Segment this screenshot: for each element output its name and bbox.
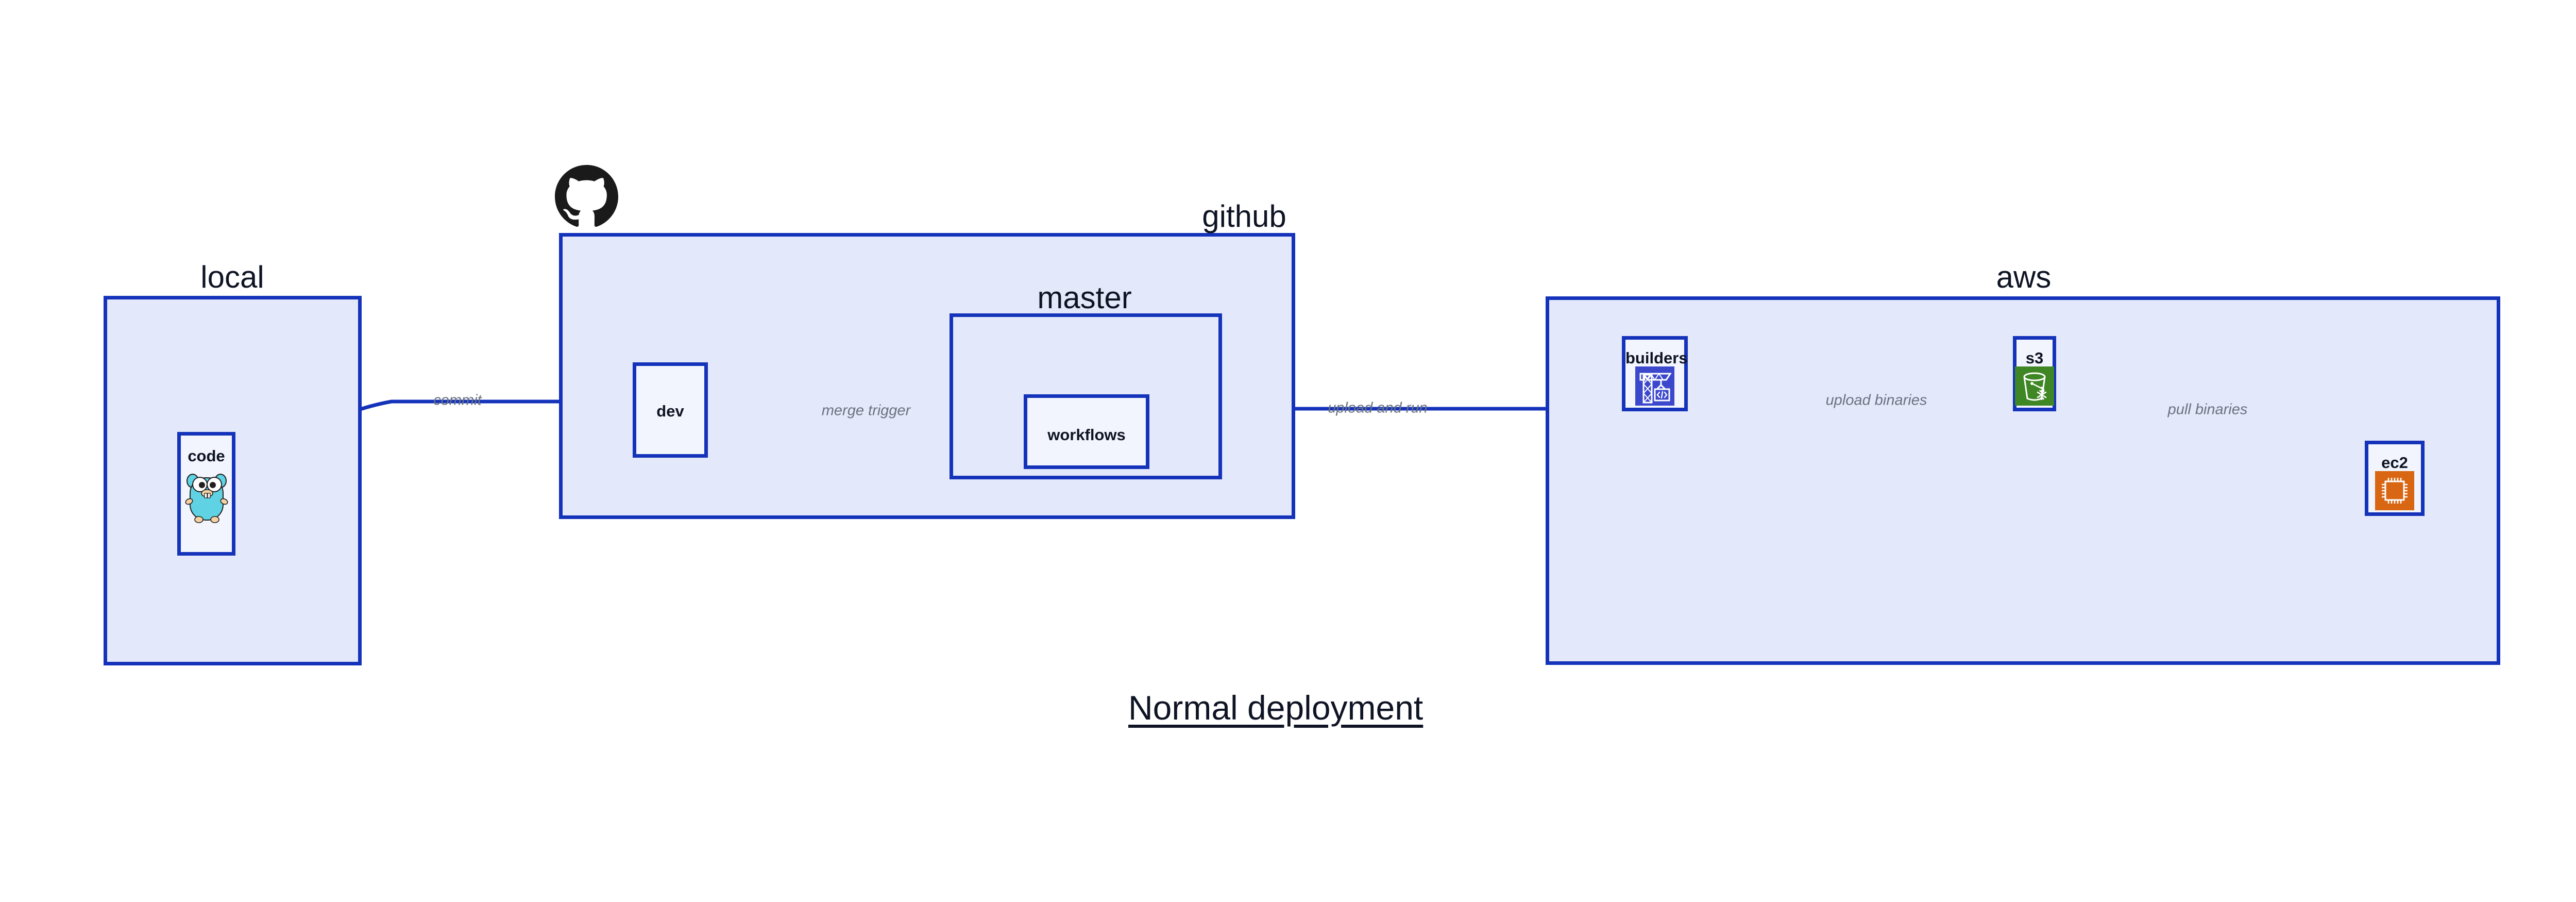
node-code[interactable]: code	[177, 432, 235, 556]
aws-builders-crane-icon	[1635, 366, 1674, 406]
diagram-title: Normal deployment	[1128, 689, 1423, 727]
node-ec2-label: ec2	[2381, 454, 2408, 472]
node-workflows-label: workflows	[1047, 426, 1126, 444]
node-dev[interactable]: dev	[633, 362, 708, 458]
edge-label-pull-binaries: pull binaries	[2167, 401, 2248, 418]
github-octocat-icon	[555, 165, 618, 228]
node-s3-label: s3	[2025, 349, 2044, 367]
aws-ec2-chip-icon	[2375, 471, 2414, 510]
edge-label-upload-and-run: upload and run	[1328, 399, 1428, 416]
group-aws-label: aws	[1996, 260, 2052, 294]
node-code-label: code	[188, 447, 225, 465]
node-ec2[interactable]: ec2	[2365, 441, 2425, 516]
aws-s3-bucket-icon	[2015, 366, 2054, 406]
node-builders[interactable]: builders	[1622, 336, 1688, 411]
group-github-label: github	[1202, 199, 1286, 233]
group-master-label: master	[1037, 280, 1132, 315]
group-local-label: local	[200, 260, 264, 294]
go-gopher-icon	[184, 467, 229, 524]
node-dev-label: dev	[656, 402, 684, 420]
node-s3[interactable]: s3	[2013, 336, 2056, 411]
node-workflows[interactable]: workflows	[1024, 394, 1149, 469]
node-builders-label: builders	[1625, 349, 1688, 367]
edge-label-merge-trigger: merge trigger	[821, 402, 911, 419]
edge-label-upload-binaries: upload binaries	[1825, 392, 1927, 409]
edge-label-commit: commit	[433, 392, 482, 409]
